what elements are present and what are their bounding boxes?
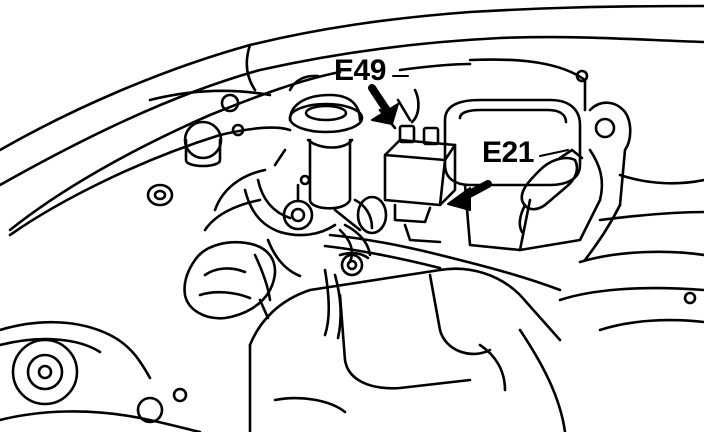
callout-label-e21: E21: [482, 136, 534, 169]
relay-block-e49: [383, 124, 457, 244]
hoses: [243, 178, 562, 340]
fluid-reservoir: [288, 74, 364, 210]
fuse-case: [398, 58, 602, 252]
leader-e21: [392, 75, 569, 157]
misc-details: [273, 88, 420, 260]
right-strut-tower: [558, 101, 704, 332]
inner-panel: [8, 89, 292, 237]
left-fender: [0, 320, 202, 432]
connector-e21: [518, 148, 584, 234]
hood-outline: [0, 4, 704, 232]
callout-label-e49: E49: [334, 54, 386, 87]
arrow-e21: [447, 180, 492, 211]
arrow-e49: [368, 84, 399, 125]
battery-box: [248, 253, 567, 432]
rag: [183, 241, 277, 320]
